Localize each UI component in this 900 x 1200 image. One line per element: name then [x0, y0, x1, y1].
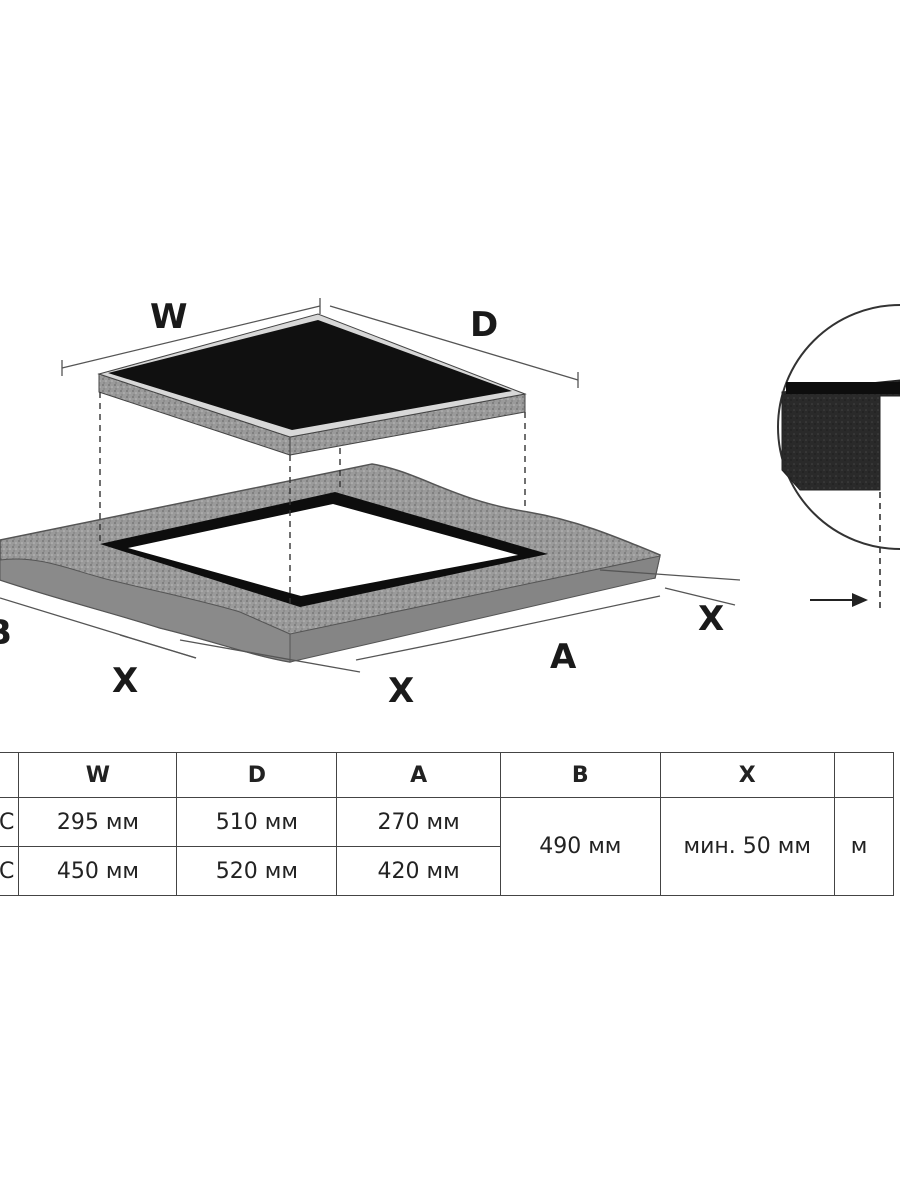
- cell-a: 420 мм: [336, 846, 501, 896]
- cell-w: 295 мм: [18, 797, 178, 847]
- label-b: B: [0, 613, 12, 653]
- header-d: D: [176, 752, 338, 798]
- label-x-left: X: [112, 661, 138, 701]
- label-x-right: X: [698, 599, 724, 639]
- cell-model: C: [0, 797, 20, 847]
- table-row: C 295 мм 510 мм 270 мм 490 мм мин. 50 мм…: [0, 797, 895, 896]
- table-row: C 450 мм 520 мм 420 мм: [0, 846, 894, 896]
- label-w: W: [150, 297, 188, 337]
- label-d: D: [470, 305, 498, 345]
- cell-model: C: [0, 846, 20, 896]
- cell-d: 520 мм: [176, 846, 338, 896]
- dimensions-table: W D A B X C 295 мм 510 мм 270 мм 490 мм …: [0, 752, 895, 896]
- detail-view: [777, 304, 900, 612]
- header-model: [0, 752, 20, 798]
- hob: [97, 313, 527, 456]
- dimension-lines: [0, 298, 741, 673]
- cell-b: 490 мм: [499, 797, 661, 896]
- header-a: A: [336, 752, 501, 798]
- countertop-cutout: [100, 492, 548, 607]
- cell-x: мин. 50 мм: [659, 797, 835, 896]
- label-x-front: X: [388, 671, 414, 711]
- cell-extra: м: [833, 797, 895, 896]
- header-w: W: [18, 752, 178, 798]
- table-header-row: W D A B X: [0, 752, 895, 798]
- header-extra: [833, 752, 895, 798]
- header-b: B: [499, 752, 661, 798]
- cell-w: 450 мм: [18, 846, 178, 896]
- cell-a: 270 мм: [336, 797, 501, 847]
- arrow-right-icon: [810, 593, 868, 607]
- cell-d: 510 мм: [176, 797, 338, 847]
- header-x: X: [659, 752, 835, 798]
- installation-diagram: W D A B X X X: [0, 297, 900, 711]
- projection-lines: [99, 392, 526, 606]
- label-a: A: [550, 637, 577, 677]
